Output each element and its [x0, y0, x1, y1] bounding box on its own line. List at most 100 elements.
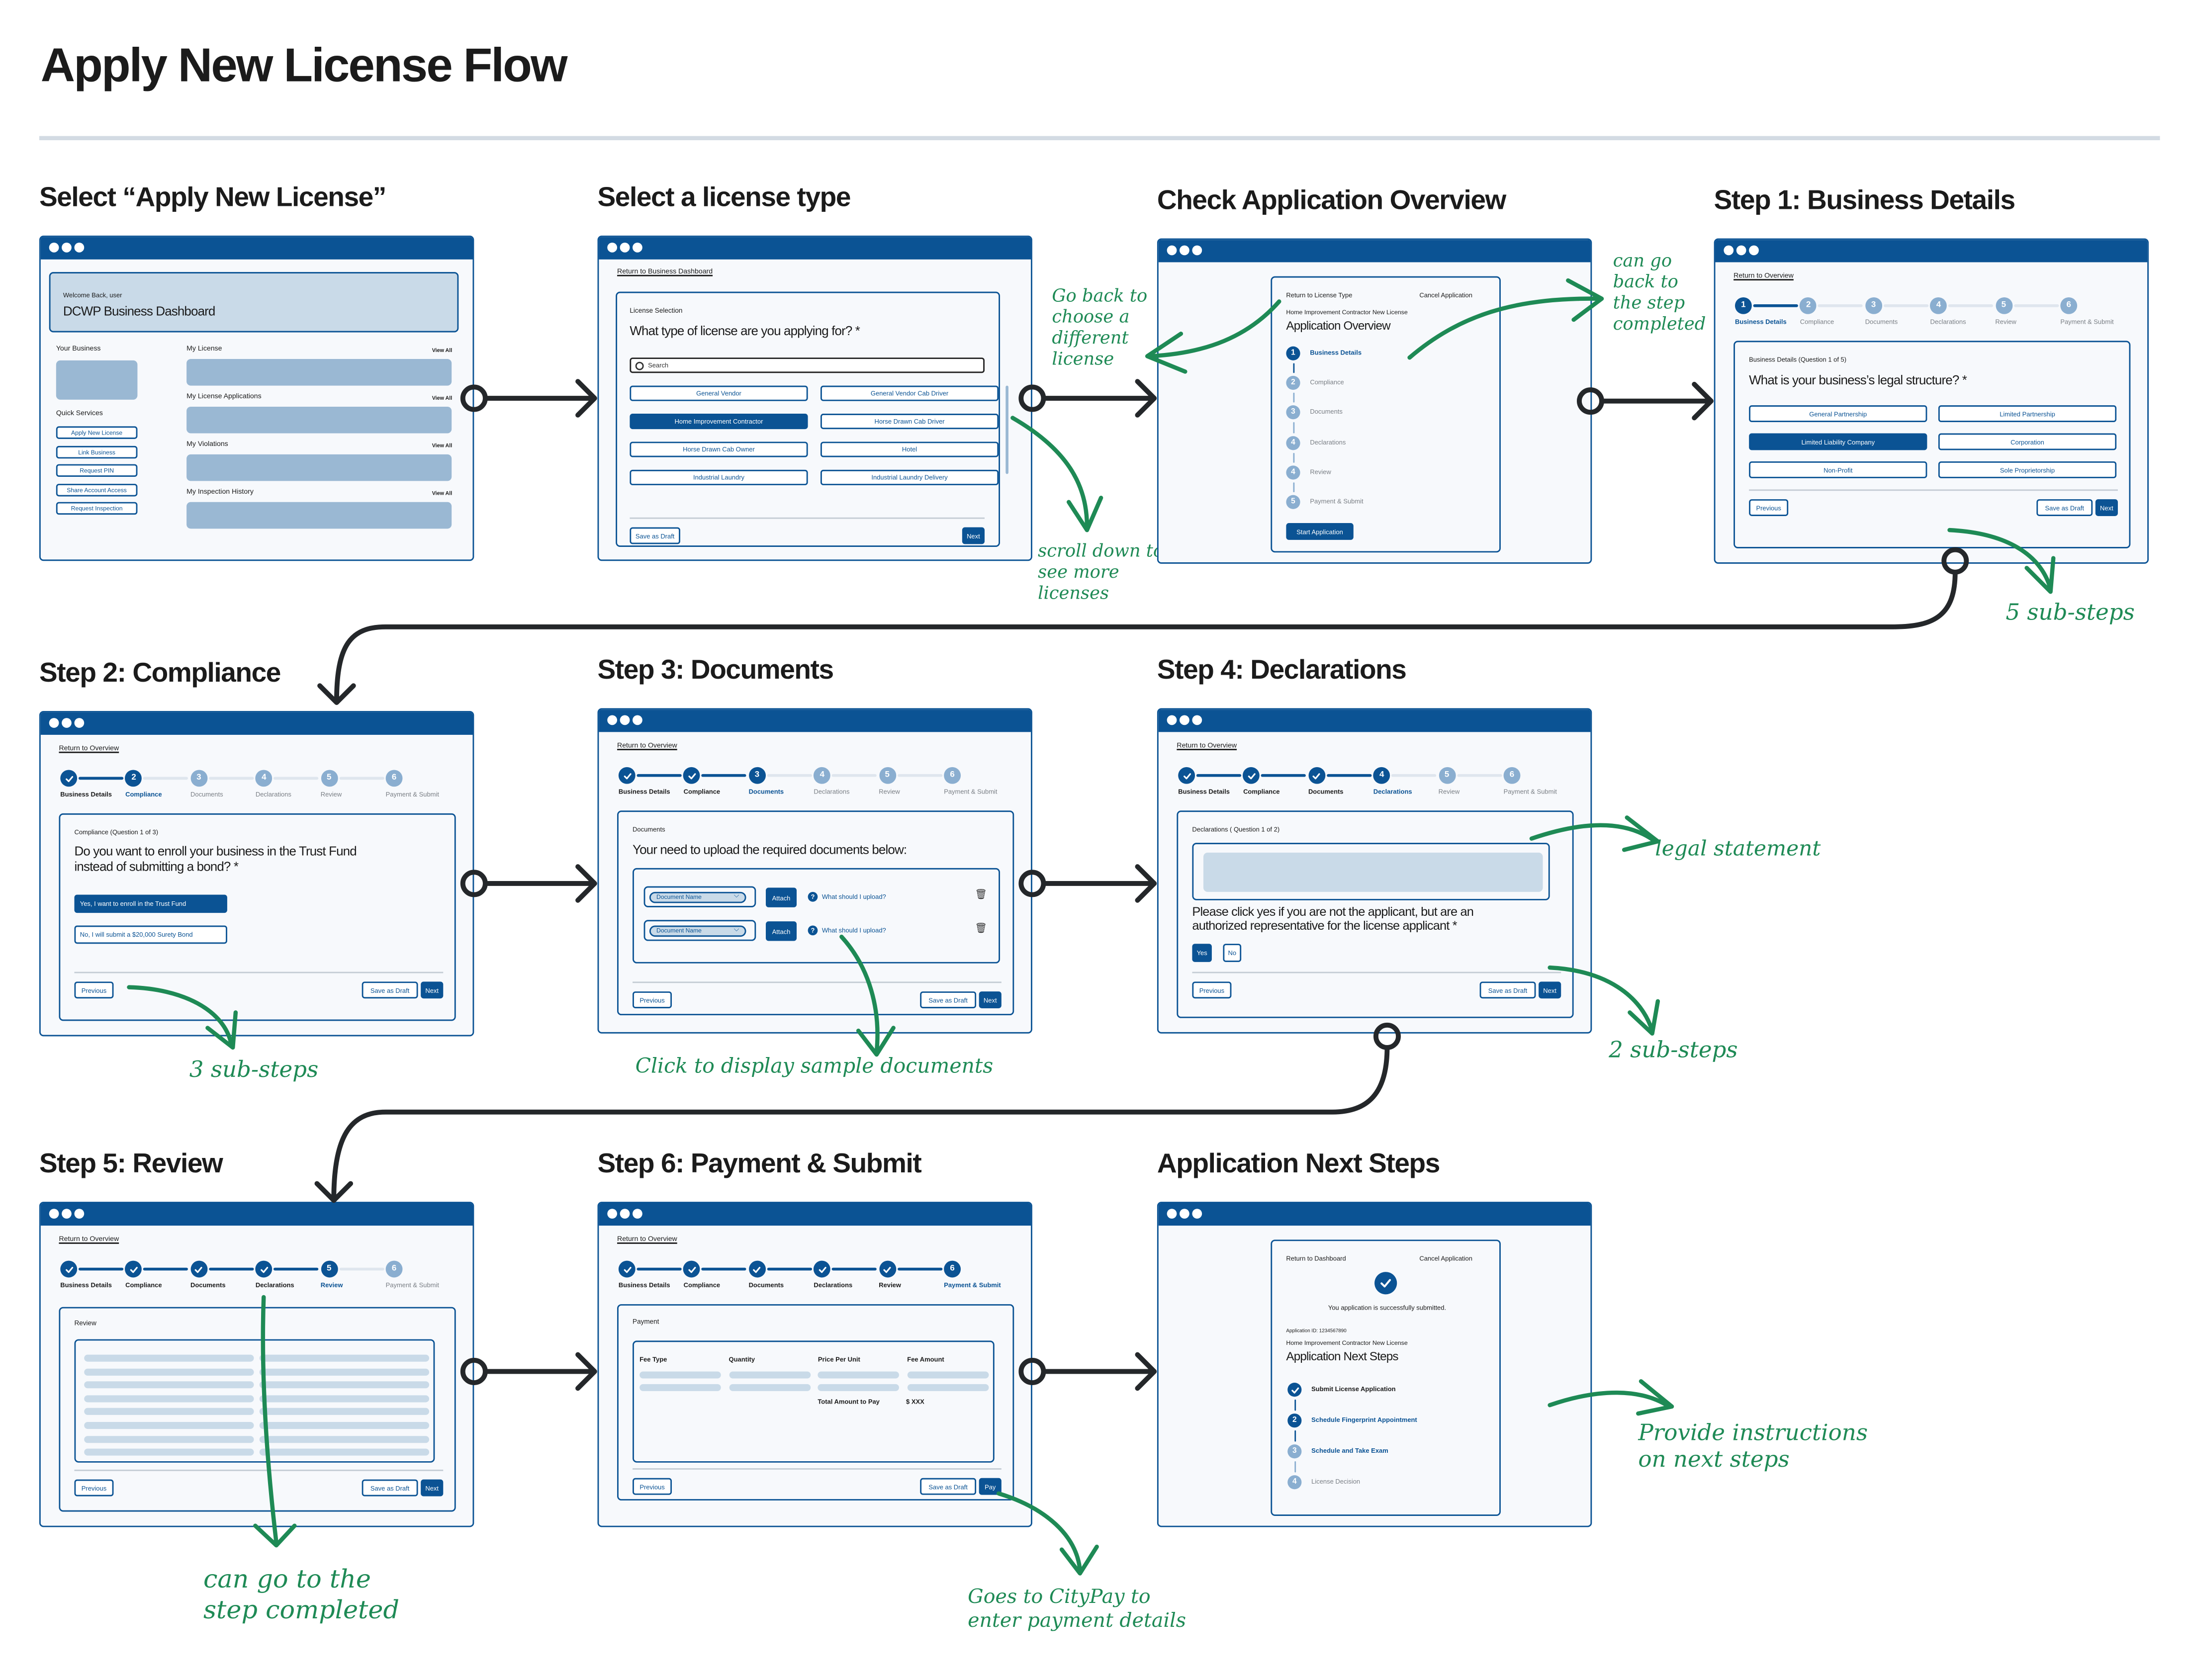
return-to-overview-link[interactable]: Return to Overview: [617, 742, 677, 750]
return-to-overview-link[interactable]: Return to Overview: [1733, 272, 1794, 281]
step-circle-5[interactable]: 5: [320, 1260, 338, 1278]
step-circle-6[interactable]: 6: [2060, 297, 2078, 314]
step-circle-2[interactable]: 2: [125, 770, 142, 787]
structure-option[interactable]: Corporation: [1938, 433, 2117, 450]
step-circle[interactable]: 3: [1286, 406, 1300, 420]
yes-button[interactable]: Yes: [1192, 944, 1212, 962]
return-to-license-type-link[interactable]: Return to License Type: [1286, 291, 1353, 299]
cancel-application-link[interactable]: Cancel Application: [1419, 291, 1472, 299]
quick-service-button[interactable]: Link Business: [56, 445, 138, 458]
step-label[interactable]: Submit License Application: [1311, 1385, 1396, 1393]
step-circle[interactable]: 4: [1287, 1475, 1302, 1490]
scrollbar[interactable]: [1005, 385, 1008, 474]
previous-button[interactable]: Previous: [1192, 981, 1232, 999]
step-circle-4[interactable]: 4: [255, 770, 273, 787]
quick-service-button[interactable]: Apply New License: [56, 426, 138, 439]
step-circle-4[interactable]: 4: [1930, 297, 1947, 314]
step-label[interactable]: Payment & Submit: [1310, 498, 1364, 505]
step-label[interactable]: Documents: [1310, 408, 1343, 416]
step-circle[interactable]: 4: [1286, 436, 1300, 450]
trash-icon[interactable]: 🗑: [975, 890, 988, 900]
license-option[interactable]: Horse Drawn Cab Owner: [630, 442, 808, 457]
step-check-icon[interactable]: [1243, 767, 1260, 784]
pay-button[interactable]: Pay: [979, 1478, 1002, 1495]
previous-button[interactable]: Previous: [633, 1478, 672, 1495]
step-circle-6[interactable]: 6: [1503, 767, 1521, 784]
save-draft-button[interactable]: Save as Draft: [1479, 981, 1536, 999]
license-option[interactable]: General Vendor: [630, 385, 808, 401]
next-button[interactable]: Next: [2095, 499, 2118, 516]
view-all-link[interactable]: View All: [432, 348, 453, 354]
step-circle-6[interactable]: 6: [385, 1260, 403, 1278]
what-to-upload-link[interactable]: What should I upload?: [821, 893, 886, 900]
surety-bond-no-button[interactable]: No, I will submit a $20,000 Surety Bond: [74, 925, 227, 944]
structure-option[interactable]: General Partnership: [1749, 405, 1927, 422]
document-name-dropdown[interactable]: Document Name⌵: [649, 925, 746, 937]
step-label[interactable]: Compliance: [1310, 379, 1344, 386]
trash-icon[interactable]: 🗑: [975, 924, 988, 934]
no-button[interactable]: No: [1223, 944, 1242, 962]
step-circle[interactable]: 3: [1287, 1444, 1302, 1459]
step-check-icon[interactable]: [60, 770, 78, 787]
step-check-icon[interactable]: [190, 1260, 207, 1278]
step-check-icon[interactable]: [618, 1260, 636, 1278]
quick-service-button[interactable]: Share Account Access: [56, 483, 138, 496]
step-circle-6[interactable]: 6: [944, 1260, 961, 1278]
previous-button[interactable]: Previous: [633, 991, 672, 1008]
license-option[interactable]: Industrial Laundry Delivery: [820, 469, 999, 485]
license-option[interactable]: Industrial Laundry: [630, 469, 808, 485]
save-draft-button[interactable]: Save as Draft: [362, 981, 418, 999]
start-application-button[interactable]: Start Application: [1286, 523, 1354, 540]
step-circle[interactable]: 2: [1287, 1414, 1302, 1428]
step-circle-5[interactable]: 5: [1438, 767, 1456, 784]
return-to-overview-link[interactable]: Return to Overview: [617, 1235, 677, 1244]
step-label[interactable]: Schedule Fingerprint Appointment: [1311, 1416, 1417, 1423]
previous-button[interactable]: Previous: [1749, 499, 1789, 516]
save-draft-button[interactable]: Save as Draft: [362, 1479, 418, 1497]
view-all-link[interactable]: View All: [432, 395, 453, 401]
step-check-icon[interactable]: [814, 1260, 831, 1278]
step-circle-5[interactable]: 5: [1995, 297, 2012, 314]
previous-button[interactable]: Previous: [74, 981, 114, 999]
step-check-icon[interactable]: [748, 1260, 766, 1278]
structure-option[interactable]: Limited Partnership: [1938, 405, 2117, 422]
license-option[interactable]: General Vendor Cab Driver: [820, 385, 999, 401]
next-button[interactable]: Next: [421, 981, 444, 999]
structure-option[interactable]: Sole Proprietorship: [1938, 461, 2117, 478]
trust-fund-yes-button[interactable]: Yes, I want to enroll in the Trust Fund: [74, 894, 227, 913]
step-check-icon[interactable]: [1178, 767, 1195, 784]
step-circle-6[interactable]: 6: [944, 767, 961, 784]
return-to-overview-link[interactable]: Return to Overview: [59, 744, 119, 753]
step-check-icon[interactable]: [1287, 1383, 1302, 1397]
step-circle[interactable]: 1: [1286, 346, 1300, 360]
save-draft-button[interactable]: Save as Draft: [630, 527, 680, 544]
document-name-dropdown[interactable]: Document Name⌵: [649, 891, 746, 903]
license-option[interactable]: Horse Drawn Cab Driver: [820, 414, 999, 430]
step-check-icon[interactable]: [60, 1260, 78, 1278]
step-label[interactable]: Business Details: [1310, 349, 1362, 356]
step-check-icon[interactable]: [125, 1260, 142, 1278]
step-circle-1[interactable]: 1: [1734, 297, 1752, 314]
next-button[interactable]: Next: [962, 527, 985, 544]
what-to-upload-link[interactable]: What should I upload?: [821, 927, 886, 934]
step-label[interactable]: Review: [1310, 468, 1331, 475]
view-all-link[interactable]: View All: [432, 491, 453, 497]
cancel-application-link[interactable]: Cancel Application: [1419, 1255, 1472, 1262]
attach-button[interactable]: Attach: [765, 887, 797, 907]
help-icon[interactable]: ?: [808, 891, 818, 902]
step-circle[interactable]: 5: [1286, 495, 1300, 509]
step-circle-4[interactable]: 4: [1373, 767, 1390, 784]
step-circle-5[interactable]: 5: [879, 767, 896, 784]
view-all-link[interactable]: View All: [432, 443, 453, 449]
license-option[interactable]: Home Improvement Contractor: [630, 414, 808, 430]
return-to-dashboard-link[interactable]: Return to Dashboard: [1286, 1255, 1346, 1262]
structure-option[interactable]: Limited Liability Company: [1749, 433, 1927, 450]
step-circle-4[interactable]: 4: [814, 767, 831, 784]
step-label[interactable]: License Decision: [1311, 1478, 1361, 1485]
next-button[interactable]: Next: [979, 991, 1002, 1008]
step-circle-3[interactable]: 3: [1865, 297, 1882, 314]
quick-service-button[interactable]: Request Inspection: [56, 502, 138, 515]
step-check-icon[interactable]: [1308, 767, 1325, 784]
return-to-overview-link[interactable]: Return to Overview: [1177, 742, 1237, 750]
step-check-icon[interactable]: [683, 767, 701, 784]
